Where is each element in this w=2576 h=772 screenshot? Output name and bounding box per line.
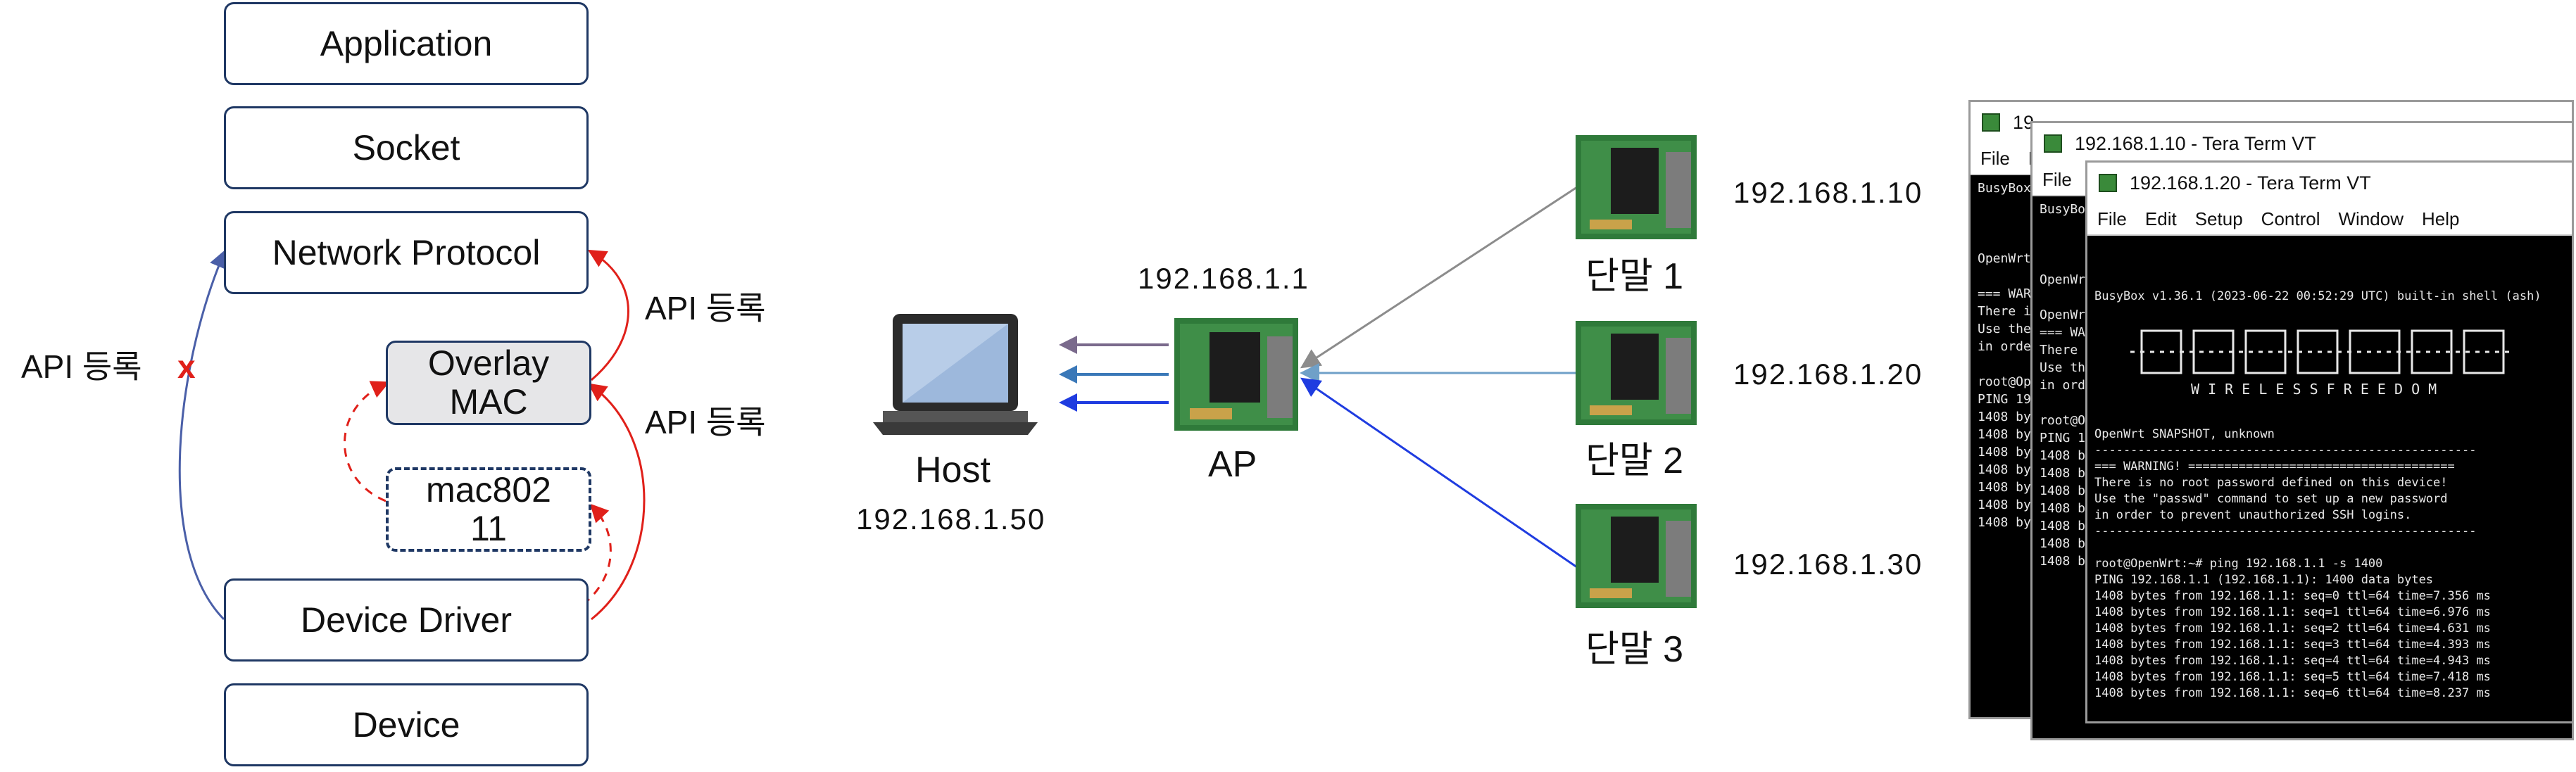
- terminal-front-line: [2094, 540, 2565, 556]
- terminal-front-line: Use the "passwd" command to set up a new…: [2094, 492, 2448, 506]
- terminal-front-line: root@OpenWrt:~# ping 192.168.1.1 -s 1400: [2094, 557, 2383, 571]
- terminal-1-ip: 192.168.1.10: [1733, 176, 1923, 209]
- menu-edit[interactable]: Edit: [2144, 208, 2177, 229]
- api-reg-blue-arrow: [178, 249, 227, 621]
- menu-window[interactable]: Window: [2338, 208, 2404, 229]
- terminal-middle-title: 192.168.1.10 - Tera Term VT: [2075, 132, 2316, 154]
- mac80211-to-overlay-dashed: [344, 381, 390, 502]
- terminal-back-line: in order: [1978, 339, 2039, 354]
- teraterm-icon: [2099, 174, 2117, 192]
- terminal-back-line: root@Op: [1978, 374, 2031, 389]
- api-reg-x-mark: x: [177, 348, 196, 385]
- terminal-front-line: in order to prevent unauthorized SSH log…: [2094, 508, 2412, 522]
- terminal-front-titlebar[interactable]: 192.168.1.20 - Tera Term VT: [2087, 163, 2572, 203]
- stack-mac80211: mac802 11: [386, 467, 591, 552]
- terminal-front-line: === WARNING! ===========================…: [2094, 460, 2455, 474]
- api-reg-red-arrow-mid: [588, 383, 646, 621]
- terminal-front-line: 1408 bytes from 192.168.1.1: seq=5 ttl=6…: [2094, 670, 2491, 684]
- stack-application-label: Application: [320, 23, 493, 63]
- host-ip: 192.168.1.50: [856, 502, 1046, 536]
- terminal-front-line: BusyBox v1.36.1 (2023-06-22 00:52:29 UTC…: [2094, 289, 2542, 303]
- terminal-front-title: 192.168.1.20 - Tera Term VT: [2130, 172, 2371, 194]
- terminal-front-line: [2094, 272, 2565, 289]
- terminal-back-line: BusyBox: [1978, 181, 2031, 196]
- terminal-front-top-lines: BusyBox v1.36.1 (2023-06-22 00:52:29 UTC…: [2094, 272, 2565, 305]
- openwrt-banner: W I R E L E S S F R E E D O M: [2191, 381, 2437, 398]
- api-reg-top-label: API 등록: [645, 290, 766, 327]
- terminal-back-line: OpenWrt: [1978, 251, 2031, 266]
- terminal-window-front[interactable]: 192.168.1.20 - Tera Term VT File Edit Se…: [2085, 160, 2574, 723]
- menu-help[interactable]: Help: [2421, 208, 2460, 229]
- terminal-middle-line: root@Op: [2040, 413, 2093, 428]
- stack-mac80211-label: mac802 11: [426, 470, 551, 548]
- terminal-middle-line: OpenWrt: [2040, 308, 2093, 322]
- terminal-back-line: There i: [1978, 304, 2031, 319]
- menu-control[interactable]: Control: [2261, 208, 2320, 229]
- terminal-front-line: 1408 bytes from 192.168.1.1: seq=3 ttl=6…: [2094, 638, 2491, 652]
- stack-network-protocol-label: Network Protocol: [272, 232, 541, 272]
- terminal-front-line: 1408 bytes from 192.168.1.1: seq=6 ttl=6…: [2094, 686, 2491, 700]
- link-terminal-1: [1300, 186, 1578, 369]
- ap-ip: 192.168.1.1: [1138, 262, 1309, 295]
- terminal-2-ip: 192.168.1.20: [1733, 357, 1923, 391]
- terminal-front-line: OpenWrt SNAPSHOT, unknown: [2094, 427, 2275, 441]
- terminal-front-line: ----------------------------------------…: [2094, 524, 2477, 538]
- openwrt-ascii-logo: W I R E L E S S F R E E D O M: [2130, 329, 2511, 398]
- stack-device-driver-label: Device Driver: [300, 600, 513, 640]
- terminal-front-line: 1408 bytes from 192.168.1.1: seq=4 ttl=6…: [2094, 654, 2491, 668]
- terminal-front-line: ----------------------------------------…: [2094, 443, 2477, 457]
- stack-device-driver: Device Driver: [224, 578, 589, 662]
- terminal-middle-line: OpenWrt: [2040, 272, 2093, 287]
- ap-board-icon: [1174, 318, 1298, 431]
- terminal-back-line: Use the: [1978, 322, 2031, 336]
- teraterm-icon: [1982, 113, 2000, 132]
- stack-socket: Socket: [224, 106, 589, 189]
- terminal-1-board-icon: [1576, 135, 1697, 239]
- terminal-2-board-icon: [1576, 321, 1697, 425]
- api-reg-left-label: API 등록: [21, 348, 142, 385]
- stack-socket-label: Socket: [352, 127, 460, 167]
- stack-network-protocol: Network Protocol: [224, 211, 589, 294]
- api-reg-mid-label: API 등록: [645, 404, 766, 441]
- terminal-2-label: 단말 2: [1585, 441, 1684, 481]
- teraterm-icon: [2044, 134, 2062, 153]
- terminal-1-label: 단말 1: [1585, 256, 1684, 297]
- terminal-middle-titlebar[interactable]: 192.168.1.10 - Tera Term VT: [2032, 123, 2572, 164]
- stack-overlay-mac-label: Overlay MAC: [427, 343, 550, 422]
- terminal-3-ip: 192.168.1.30: [1733, 548, 1923, 581]
- menu-file[interactable]: File: [2097, 208, 2127, 229]
- stack-device-label: Device: [352, 704, 460, 745]
- menu-setup[interactable]: Setup: [2194, 208, 2243, 229]
- api-reg-red-arrow-top: [587, 249, 629, 381]
- ap-label: AP: [1208, 444, 1257, 485]
- link-terminal-3: [1300, 377, 1578, 569]
- stack-overlay-mac: Overlay MAC: [386, 341, 591, 425]
- host-label: Host: [915, 450, 991, 491]
- terminal-front-line: 1408 bytes from 192.168.1.1: seq=0 ttl=6…: [2094, 589, 2491, 603]
- terminal-front-line: There is no root password defined on thi…: [2094, 476, 2448, 490]
- laptop-icon: [873, 314, 1038, 435]
- terminal-front-line: 1408 bytes from 192.168.1.1: seq=1 ttl=6…: [2094, 605, 2491, 619]
- menu-file[interactable]: File: [2042, 168, 2072, 190]
- stack-device: Device: [224, 683, 589, 766]
- terminal-3-label: 단말 3: [1585, 629, 1684, 670]
- stack-application: Application: [224, 2, 589, 85]
- menu-file[interactable]: File: [1980, 147, 2010, 169]
- terminal-front-menubar: File Edit Setup Control Window Help: [2087, 203, 2572, 236]
- terminal-front-line: PING 192.168.1.1 (192.168.1.1): 1400 dat…: [2094, 573, 2434, 587]
- terminal-front-content: BusyBox v1.36.1 (2023-06-22 00:52:29 UTC…: [2087, 236, 2572, 721]
- terminal-front-bottom-lines: OpenWrt SNAPSHOT, unknown ---------------…: [2094, 426, 2565, 702]
- terminal-middle-line: BusyBox: [2040, 202, 2093, 217]
- terminal-front-line: 1408 bytes from 192.168.1.1: seq=2 ttl=6…: [2094, 621, 2491, 635]
- terminal-3-board-icon: [1576, 504, 1697, 608]
